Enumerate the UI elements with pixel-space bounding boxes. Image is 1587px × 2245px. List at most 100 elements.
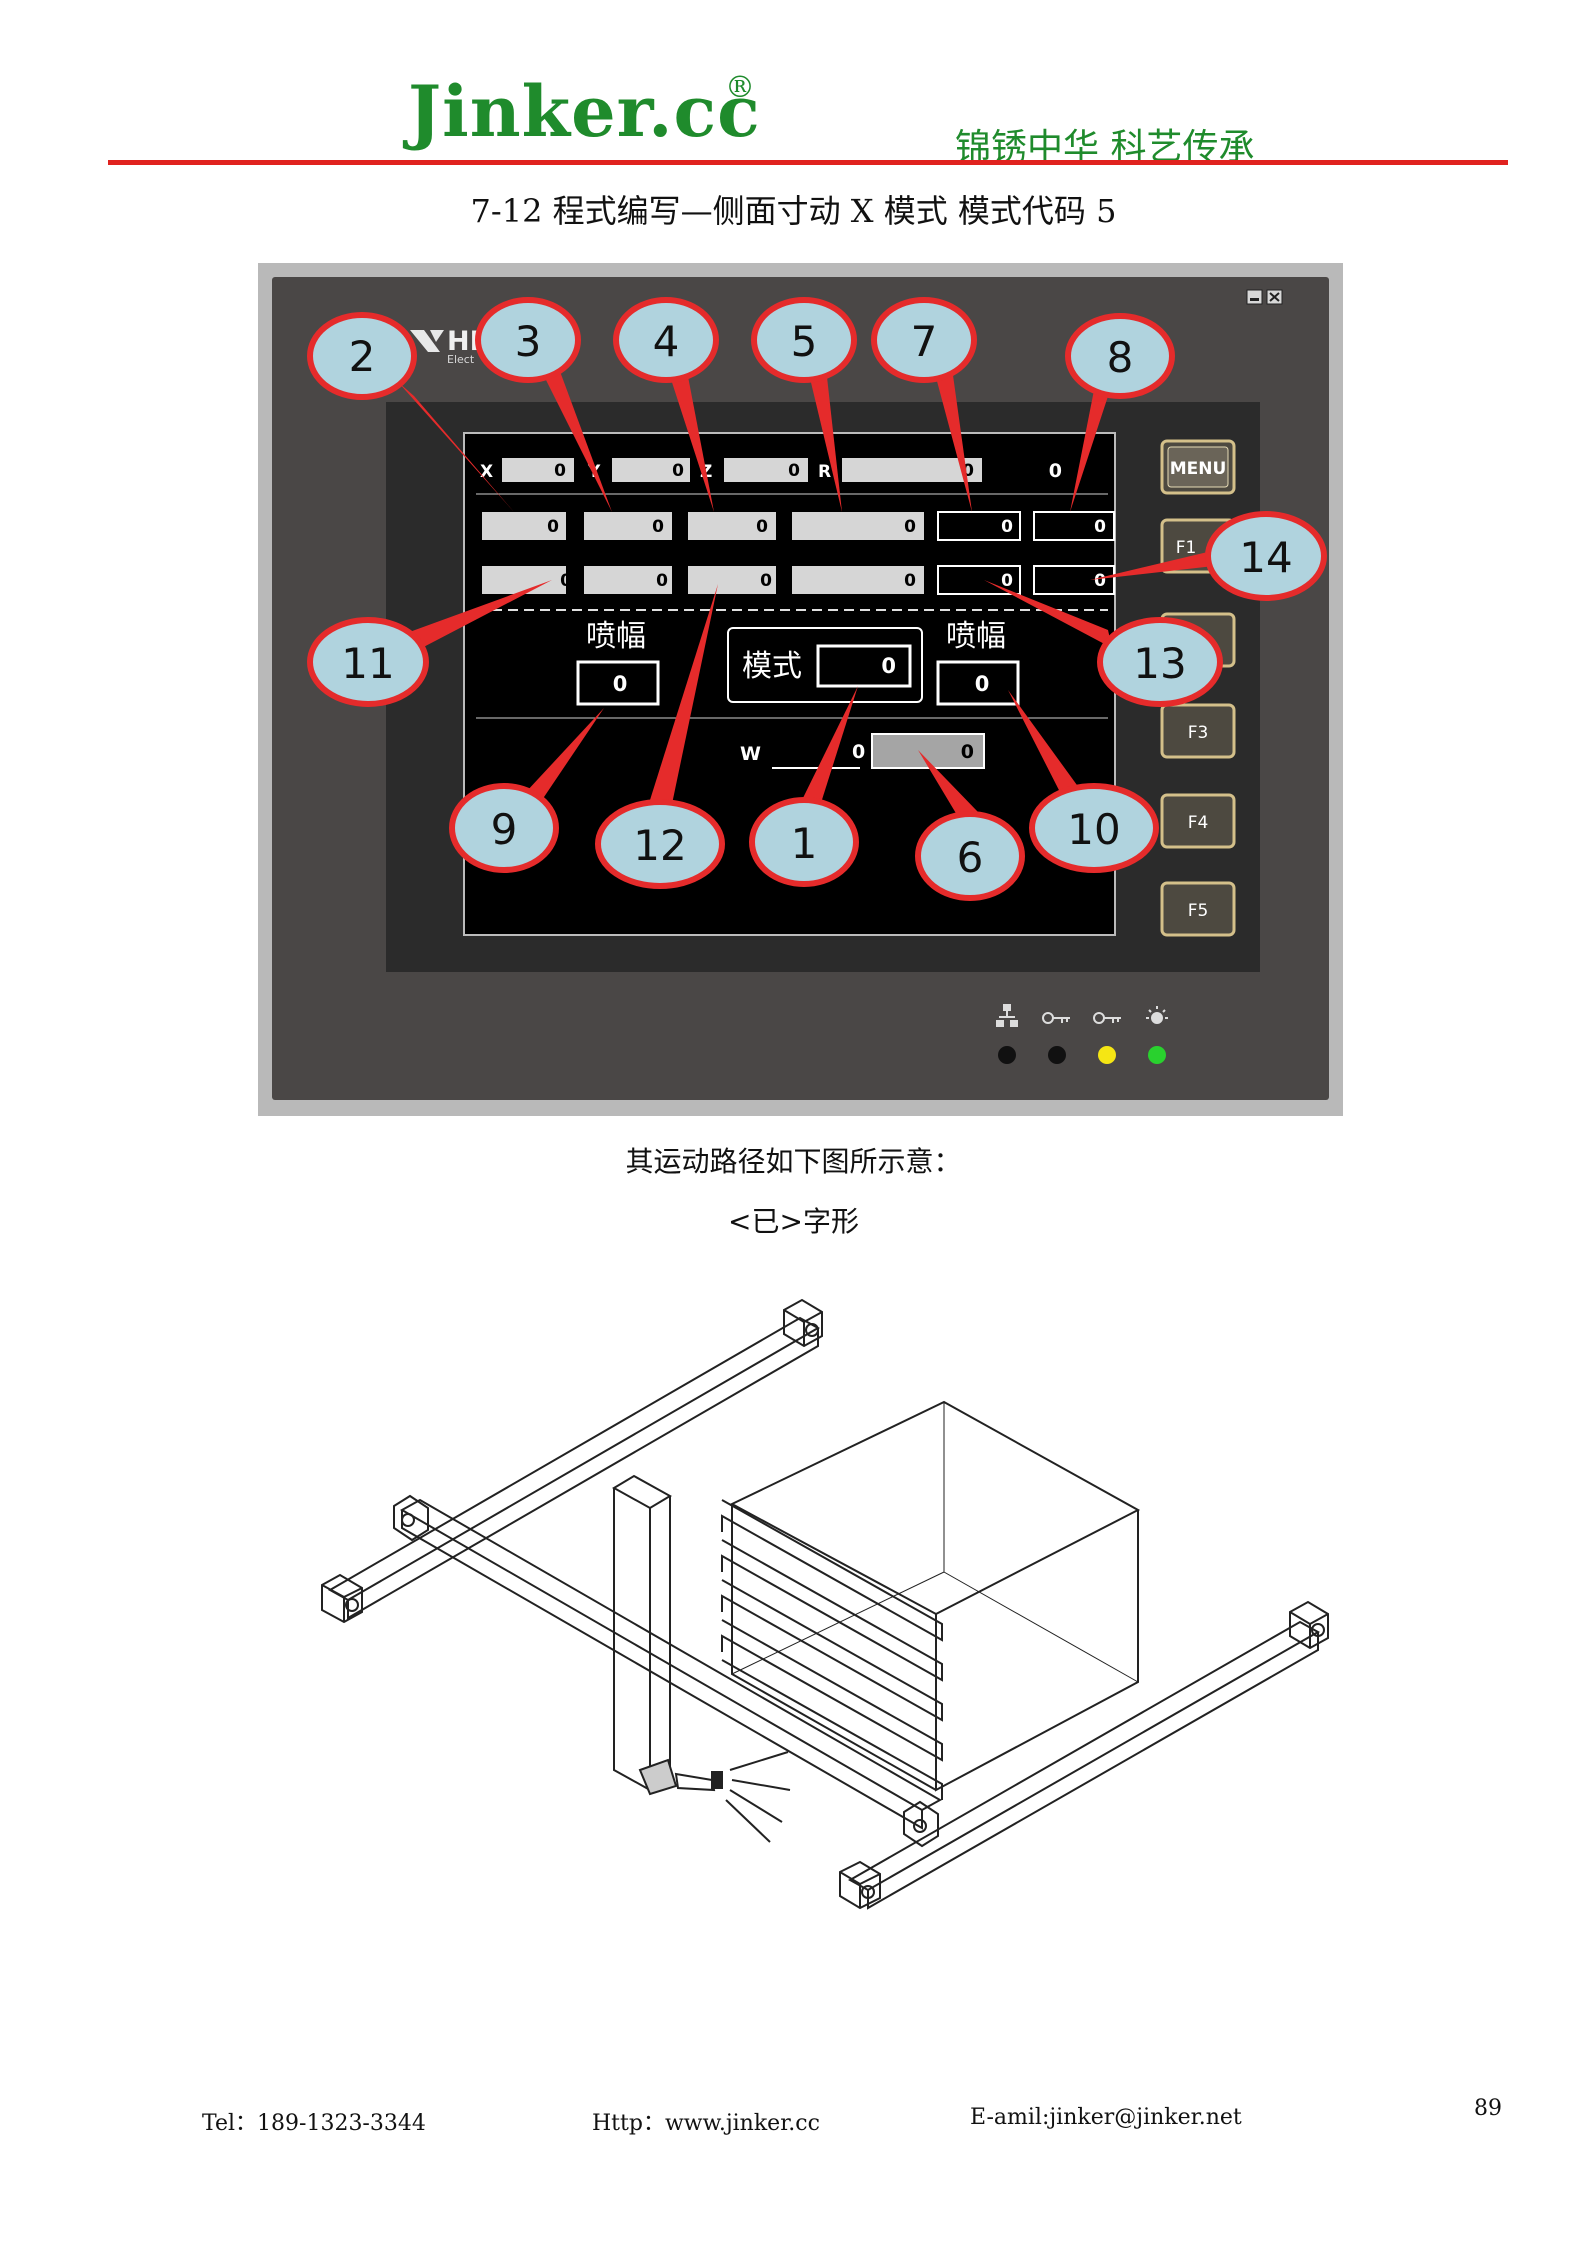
- callout-2: [307, 312, 417, 400]
- svg-text:0: 0: [756, 517, 768, 537]
- svg-text:0: 0: [1001, 571, 1013, 591]
- registered-mark: ®: [725, 70, 755, 105]
- spray-field-left[interactable]: [576, 660, 660, 706]
- svg-text:12: 12: [633, 821, 686, 870]
- svg-text:0: 0: [1094, 571, 1106, 591]
- w-label: W: [740, 743, 761, 765]
- svg-text:6: 6: [957, 833, 984, 882]
- svg-text:0: 0: [904, 517, 916, 537]
- row1-field-7[interactable]: [937, 511, 1021, 541]
- brand-subtext: Elect: [447, 353, 475, 366]
- svg-text:F5: F5: [1188, 901, 1209, 921]
- row2-field-b[interactable]: [792, 566, 924, 594]
- footer-email: E-amil:jinker@jinker.net: [970, 2105, 1242, 2130]
- header-rule: [108, 160, 1508, 165]
- led-4: [1148, 1046, 1166, 1064]
- window-controls: [1246, 289, 1283, 305]
- footer-tel: Tel：189-1323-3344: [202, 2111, 426, 2136]
- callout-10: [1029, 783, 1159, 873]
- f3-button[interactable]: [1160, 703, 1236, 759]
- status-indicators: [996, 1004, 1168, 1064]
- svg-text:0: 0: [1094, 517, 1106, 537]
- hmi-brand: HI Elect: [410, 326, 480, 366]
- svg-text:F4: F4: [1188, 813, 1209, 833]
- callout-13: [1097, 617, 1223, 707]
- row2-field-14[interactable]: [1033, 565, 1115, 595]
- axis-label-x: X: [480, 462, 493, 482]
- row2-field-13[interactable]: [937, 565, 1021, 595]
- w-value: 0: [852, 741, 865, 763]
- callout-8: [1065, 313, 1175, 399]
- row1-field-2[interactable]: [482, 512, 566, 540]
- network-icon: [996, 1004, 1018, 1027]
- svg-text:5: 5: [791, 317, 818, 366]
- callout-9: [449, 783, 559, 873]
- row2-field-a[interactable]: [584, 566, 672, 594]
- f5-button[interactable]: [1160, 881, 1236, 937]
- svg-text:0: 0: [788, 461, 800, 481]
- row1-field-4[interactable]: [688, 512, 776, 540]
- axis-field-z[interactable]: [724, 458, 808, 482]
- callouts: 2 3 4 5 7 8 14 11 13 9: [307, 297, 1327, 901]
- callout-11: [307, 617, 429, 707]
- svg-text:MENU: MENU: [1170, 459, 1227, 479]
- led-3: [1098, 1046, 1116, 1064]
- param-row-2: 0 0 0 0 0 0: [482, 565, 1115, 595]
- row1-field-3[interactable]: [584, 512, 672, 540]
- minimize-icon[interactable]: [1246, 289, 1263, 305]
- svg-text:14: 14: [1239, 533, 1292, 582]
- svg-text:0: 0: [1001, 517, 1013, 537]
- svg-text:0: 0: [547, 517, 559, 537]
- page-number: 89: [1474, 2096, 1502, 2121]
- svg-text:0: 0: [961, 741, 974, 763]
- svg-text:F1: F1: [1176, 538, 1197, 558]
- spray-gun-icon: [638, 1751, 791, 1843]
- svg-text:0: 0: [652, 517, 664, 537]
- spray-path-illustration: [321, 1298, 1329, 1910]
- row1-field-5[interactable]: [792, 512, 924, 540]
- cross-beam: [393, 1494, 943, 1848]
- mode-label: 模式: [742, 649, 802, 684]
- led-1: [998, 1046, 1016, 1064]
- footer-website-link[interactable]: www.jinker.cc: [664, 2111, 820, 2136]
- svg-text:0: 0: [904, 571, 916, 591]
- axis-field-x[interactable]: [502, 458, 574, 482]
- top-right-value: 0: [1049, 460, 1062, 482]
- key-icon-2: [1093, 1012, 1121, 1024]
- callout-1: [749, 797, 859, 887]
- row2-field-11[interactable]: [482, 566, 566, 594]
- hmi-screen: HI Elect X 0 Y 0 Z 0 R 0 0 0 0 0 0 0 0: [307, 289, 1327, 1064]
- svg-text:0: 0: [760, 571, 772, 591]
- brand-logo-icon: [410, 330, 444, 352]
- brand-text: HI: [447, 326, 480, 357]
- rail-right: [839, 1600, 1329, 1910]
- spray-field-right[interactable]: [936, 660, 1020, 706]
- svg-text:0: 0: [656, 571, 668, 591]
- svg-text:11: 11: [341, 639, 394, 688]
- svg-text:4: 4: [653, 317, 680, 366]
- axis-label-r: R: [818, 462, 831, 482]
- callout-3: [475, 297, 581, 383]
- row1-field-8[interactable]: [1033, 511, 1115, 541]
- mode-field[interactable]: [816, 644, 912, 688]
- svg-text:10: 10: [1067, 805, 1120, 854]
- svg-text:8: 8: [1107, 333, 1134, 382]
- axis-row: X 0 Y 0 Z 0 R 0 0: [480, 458, 1062, 482]
- svg-text:0: 0: [672, 461, 684, 481]
- callout-5: [751, 297, 857, 383]
- callout-7: [871, 297, 977, 383]
- caption-path: 其运动路径如下图所示意：: [625, 1145, 962, 1178]
- footer-http: Http：www.jinker.cc: [592, 2105, 820, 2137]
- vertical-column: [612, 1474, 672, 1792]
- f4-button[interactable]: [1160, 793, 1236, 849]
- logo: Jinker.cc: [408, 70, 761, 153]
- axis-field-y[interactable]: [612, 458, 690, 482]
- key-icon-1: [1042, 1012, 1070, 1024]
- param-row-1: 0 0 0 0 0 0: [482, 511, 1115, 541]
- svg-text:2: 2: [349, 332, 376, 381]
- row2-field-12[interactable]: [688, 566, 776, 594]
- power-light-icon: [1146, 1006, 1168, 1024]
- callout-14: [1205, 511, 1327, 601]
- zigzag-spray-path: [721, 1499, 943, 1800]
- callout-12: [595, 799, 725, 889]
